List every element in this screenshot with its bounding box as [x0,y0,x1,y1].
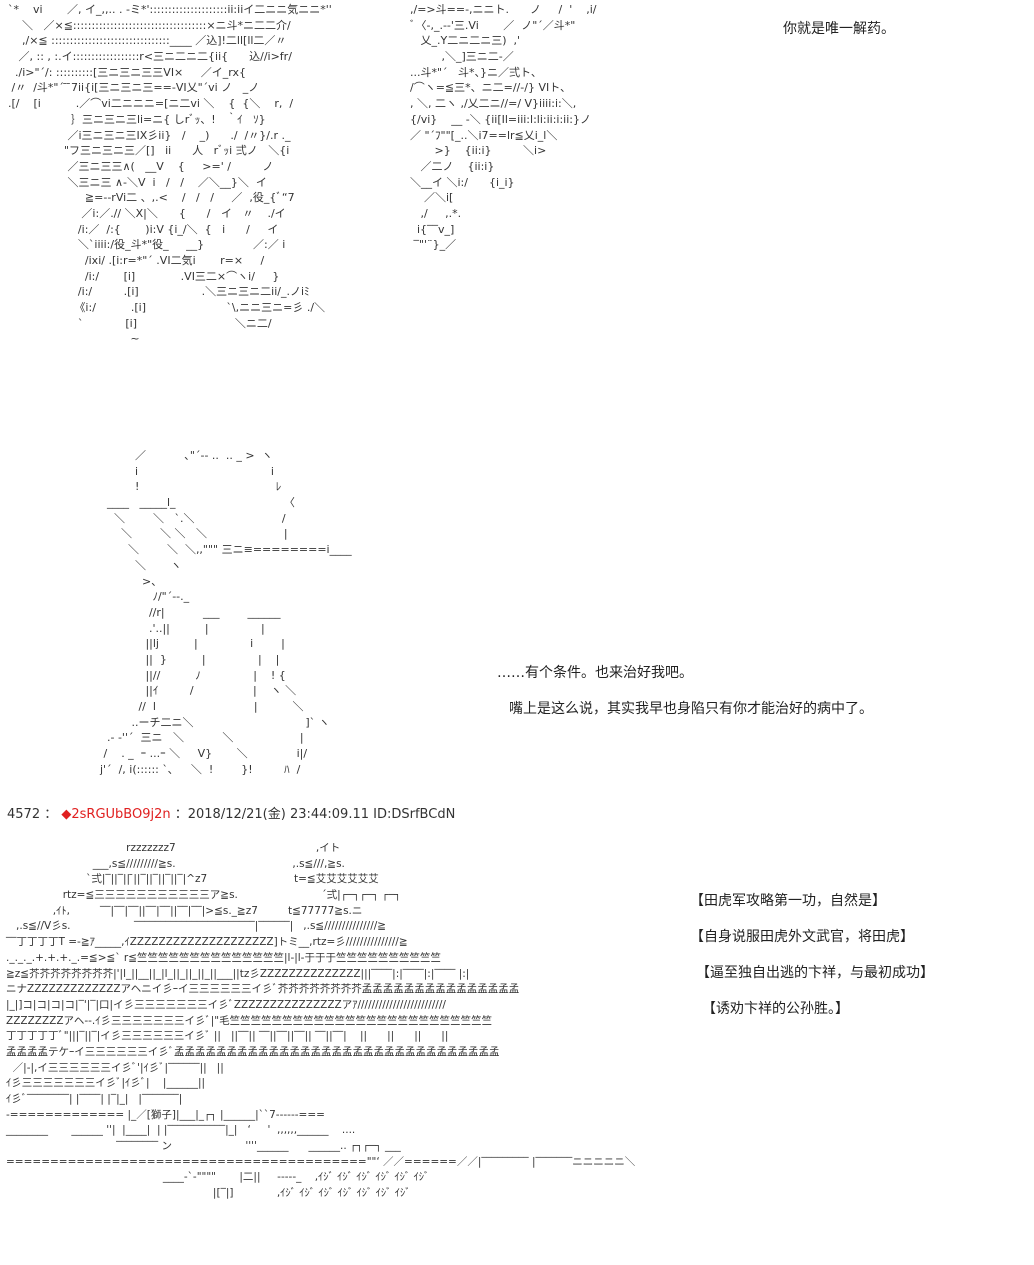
ascii-art-line: ／i:／.// ＼X|＼ { / イ 〃 ./イ [8,206,286,220]
ascii-art-line: .'..|| | | [100,621,265,635]
ascii-art-line: |_|]コ|コ|コ|コ|‾'|‾|口|イ彡三三三三三三三イ彡ﾞZZZZZZZZZ… [6,998,446,1011]
ascii-art-line: ____‐`‐"""" |二|| ‐‐‐‐‐_ ,ｲｼﾞ ｲｼﾞ ｲｼﾞ ｲｼﾞ… [6,1171,430,1184]
ascii-art-line: ________ ______ ''| |____| | |‾‾‾‾‾‾‾‾‾‾… [6,1124,356,1137]
ascii-art-line: .‐ -''´ 三ニ ＼ ＼ | [100,731,304,745]
ascii-art-line: ._._._.+.+.+._.=≦>≦` r≦竺竺竺竺竺竺竺竺竺竺竺竺竺竺|l-… [6,951,441,964]
ascii-art-line: ‾‾丁丁丁丁T =-≧ｱ_____,ｲZZZZZZZZZZZZZZZZZZZZ]… [6,936,408,949]
ascii-art-line: ﾞ〈‐,_.-‐'三.Vi ／ ノ"´／斗*" [410,18,576,32]
ascii-art-line: 孟孟孟孟テケｰイ三三三三三三イ彡ﾞ孟孟孟孟孟孟孟孟孟孟孟孟孟孟孟孟孟孟孟孟孟孟孟… [6,1045,500,1058]
ascii-art-line: ／ ､"´-- .. .. _ > ヽ [100,449,273,462]
ascii-art-line: ＼__イ ＼i:/ {i_i} [410,175,515,189]
post-number[interactable]: 4572 [7,807,41,822]
ascii-art-line: ＼`iiii:/役_斗*"役_ __} ／:／ i [8,238,286,252]
ascii-art-line: /i:/ [i] .VI三二×⌒ヽi/ } [8,269,280,283]
dialogue-line-antidote: 你就是唯一解药。 [783,21,895,37]
ascii-art-line: ...斗*"´ 斗*、}ニ／弍ト、 [410,65,542,79]
ascii-art-line: ＼三ニ三 ∧-＼V i / / ／＼__}＼ イ [8,175,267,189]
ascii-art-line: ` [i] ＼ニ二/ [8,316,272,330]
ascii-art-line: /〃 /斗*"´ ̄ ̄7ii{i[三ニ三ニ三==-VI乂"´vi ノ _ノ [8,81,260,95]
ascii-art-line: ||lj | i | [100,637,285,651]
ascii-art-line: rtz=≦三三三三三三三三三三三ア≧s. ´弍|┌─┐┌─┐ ┌─┐ [6,889,401,902]
ascii-art-line: / . _ ｰ ...ｰ ＼ V} ＼ i|/ [100,747,308,761]
ascii-art-line: , ＼, 二ヽ ,/乂二ニ//=/ V}iiii:i:＼, [410,97,577,111]
ascii-art-line: ,/×≦ ::::::::::::::::::::::::::::::::___… [8,34,287,48]
ascii-art-line: //r| ___ ______ [100,605,281,619]
ascii-art-line: rzzzzzzz7 ,イト [6,842,341,854]
ascii-art-line: ,＼_]三ニ二-／ [410,50,514,64]
ascii-art-line: ,/=>斗==-,ニニト. ノ / ' ,i/ [410,3,597,16]
ascii-art-line: >、 [100,574,163,588]
ascii-art-line: .[/ [i .／⌒vi二ニニニ=[ニ二vi ＼ { {＼ r, / [8,97,294,111]
dialogue-line-confession: 嘴上是这么说，其实我早也身陷只有你才能治好的病中了。 [509,701,873,717]
trip-diamond-icon: ◆ [61,807,72,822]
ascii-art-line: j'´ /, i(:::::: `､ ＼ ! }! ﾊ / [100,762,301,776]
ascii-art-line: ||ｲ / | ヽ ＼ [100,684,297,698]
ascii-art-line: ‾"'¨}_／ [410,238,457,252]
ascii-art-line: ||// ﾉ | ! { [100,668,286,682]
ascii-art-line: /i:/ .[i] .＼三ニ三ニ二ii/_.ノiﾐ [8,285,310,299]
ascii-art-line: 丁丁丁丁丁ﾞ"|||‾||‾|イ彡三三三三三三イ彡ﾞ || ||‾‾|| ‾‾|… [6,1030,449,1043]
ascii-art-line: ＼ ／×≦:::::::::::::::::::::::::::::::::::… [8,18,291,32]
ascii-art-line: ｲ彡ﾞ‾‾‾‾‾‾‾‾| |‾‾‾‾| |‾|_| |‾‾‾‾‾‾‾| [6,1093,183,1105]
ascii-art-line: ／三ニ三三∧( __V { >=' / ノ [8,159,274,173]
ascii-art-line: ＼ ＼ ＼,,""" 三ニ≡========i____ [100,543,352,557]
ascii-art-line: // l | ＼ [100,700,304,713]
post-author-trip[interactable]: 2sRGUbBO9j2n [71,807,171,822]
ascii-art-line: ‾‾‾‾‾‾‾‾ ン ''''______ ______.. ┌┐┌─┐ ___ [6,1140,401,1153]
ascii-art-line: ____ _____l_ 〈 [100,496,295,510]
ascii-art-line: ／ "´ﾌ""[_..＼i7==lr≦乂i_l＼ [410,128,558,142]
ascii-art-line: ..ーチ二ニ＼ ]` ヽ [100,715,330,729]
ascii-art-line: ,ｲﾄ, ‾‾|‾‾|‾‾||‾‾|‾‾||‾‾|‾‾|>≦s._≧z7 t≦7… [6,904,363,917]
ascii-art-line: ≧z≦芥芥芥芥芥芥芥芥|'|l_||__||_|l_||_||_||_||___… [6,967,470,980]
ascii-art-line: ~ [8,332,140,346]
ascii-art-line: ZZZZZZZZアヘ‐-.ｲ彡三三三三三三三イ彡ﾞ|"毛竺竺竺竺竺竺竺竺竺竺竺竺… [6,1014,493,1027]
ascii-art-line: i{‾‾v_] [410,222,455,236]
narration-note-2: 【自身说服田虎外文武官，将田虎】 [690,929,914,945]
ascii-art-line: ／|-|,イ三三三三三三イ彡ﾞ'|ｲ彡ﾞ|‾‾‾‾‾‾|| || [6,1061,224,1074]
ascii-art-line: >} {ii:i} ＼i> [410,144,547,158]
ascii-art-line: ./i>"´/: ::::::::::[三ニ三ニ三三VI× ／イ_rx{ [8,65,246,79]
ascii-art-line: ___,s≦/////////≧s. ,.s≦///,≧s. [6,857,345,870]
ascii-art-line: i i [100,464,274,478]
ascii-art-line: {/vi} __ ‐＼ {ii[Il=iii:l:li:ii:i:ii:}ノ [410,112,591,126]
ascii-art-figure-right: ,/=>斗==-,ニニト. ノ / ' ,i/ﾞ〈‐,_.-‐'三.Vi ／ ノ… [410,2,596,253]
ascii-art-line: ≧=--rVi二 、,.< / / / ／ ,役_{ﾞ“7 [8,191,295,205]
ascii-art-figures-top: `* vi ／, イ_,,.. . -ミ*'::::::::::::::::::… [8,2,332,347]
ascii-art-line: -============= |_／[獅子]|___|_┌┐ |______|`… [6,1108,325,1121]
ascii-art-line: ﾉ/"´--._ [100,590,190,604]
post-header: 4572 ： ◆2sRGUbBO9j2n ：2018/12/21(金) 23:4… [7,806,455,823]
ascii-art-line: ,/ ,.*. [410,206,462,220]
ascii-art-line: 《i:/ .[i] `\,ニニ三ニ=彡 ./＼ [8,301,326,315]
ascii-art-line: ========================================… [6,1155,636,1168]
ascii-art-line: ｲ彡三三三三三三三イ彡ﾞ|ｲ彡ﾞ| |______|| [6,1077,206,1090]
ascii-art-line: 乂_.Y二ニ二ニ三) ,' [410,34,521,48]
ascii-art-castle: rzzzzzzz7 ,イト ___,s≦/////////≧s. ,.s≦///… [6,840,635,1201]
ascii-art-line: ／, :: , :.イ::::::::::::::::::r<三ニ二ニ二{ii{… [8,50,292,64]
ascii-art-line: ／二ノ {ii:i} [410,159,495,173]
ascii-art-line: ｝三ニ三ニ三li=ニ{ しrﾞｯ、! ｀ｲ ｿ} [8,112,266,126]
ascii-art-line: /ixi/ .[i:r=*"´ .VI二気i r=× / [8,254,265,267]
ascii-art-line: || } | | | [100,652,280,666]
ascii-art-line: |[‾|] ,ｲｼﾞ ｲｼﾞ ｲｼﾞ ｲｼﾞ ｲｼﾞ ｲｼﾞ ｲｼﾞ [6,1187,411,1200]
ascii-art-figure-middle: ／ ､"´-- .. .. _ > ヽ i i ! ﾚ ____ _____l_… [100,448,352,777]
post-separator: ： [40,807,58,822]
ascii-art-line: ／＼i[ [410,191,454,205]
ascii-art-line: /⌒ヽ=≦三*、ニ二=//-/} VIト、 [410,81,571,95]
ascii-art-line: ! ﾚ [100,480,282,494]
narration-note-3: 【逼至独自出逃的卞祥，与最初成功】 [696,965,934,981]
ascii-art-line: ,.s≦//V彡s. ‾‾‾‾‾‾‾‾‾‾‾‾‾‾‾‾‾‾‾‾‾‾‾|‾‾‾‾‾… [6,920,387,933]
ascii-art-line: /i:／ /:{ )i:V {i_/＼ { i / イ [8,222,279,236]
ascii-art-line: ＼ ＼ ＼ ＼ | [100,527,288,541]
ascii-art-line: ＼ ヽ [100,558,182,572]
dialogue-line-condition: ……有个条件。也来治好我吧。 [497,665,693,681]
ascii-art-line: "フ三ニ三ニ三／[] ii 人 rﾞｯi 弍ノ ＼{i [8,144,290,158]
ascii-art-line: ＼ ＼ `.＼ / [100,511,286,525]
ascii-art-line: `* vi ／, イ_,,.. . -ミ*'::::::::::::::::::… [8,3,332,16]
post-meta: ：2018/12/21(金) 23:44:09.11 ID:DSrfBCdN [170,807,456,822]
ascii-art-line: ニナZZZZZZZZZZZZZアヘニイ彡ｰイ三三三三三三イ彡ﾞ芥芥芥芥芥芥芥芥孟… [6,983,520,996]
narration-note-4: 【诱劝卞祥的公孙胜。】 [702,1001,849,1017]
ascii-art-line: `弍|‾||‾|| ̄||‾||‾||‾||‾|^z7 t=≦艾艾艾艾艾艾 [6,873,379,886]
narration-note-1: 【田虎军攻略第一功，自然是】 [690,893,886,909]
ascii-art-line: ／i三ニ三ニ三IX彡ii} / _) ./ /〃}/.r ._ [8,128,291,142]
